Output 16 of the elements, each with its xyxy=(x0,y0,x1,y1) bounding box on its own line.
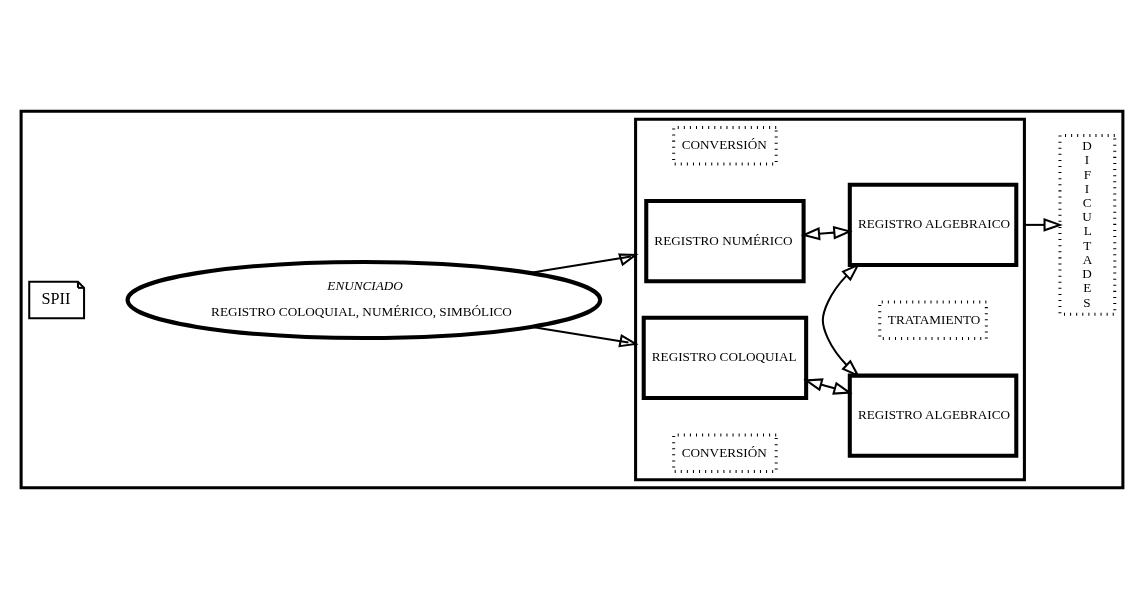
arrow xyxy=(1024,218,1063,232)
node-box: DIFICULTADES xyxy=(1058,134,1117,316)
node-box: TRATAMIENTO xyxy=(878,300,988,341)
node-box: REGISTRO NUMÉRICO xyxy=(644,199,806,284)
cluster xyxy=(634,117,1026,482)
cluster xyxy=(19,109,1125,490)
node-ellipse: ENUNCIADO REGISTRO COLOQUIAL, NUMÉRICO, SIMBÓLICO xyxy=(125,259,603,341)
node-box: REGISTRO ALGEBRAICO xyxy=(847,182,1019,267)
node-box: REGISTRO COLOQUIAL xyxy=(641,315,809,400)
arrow xyxy=(529,253,639,274)
node-box: CONVERSIÓN xyxy=(672,433,778,474)
arrow xyxy=(531,325,639,348)
arrow xyxy=(803,378,853,395)
node-box: CONVERSIÓN xyxy=(672,125,778,166)
node-box: REGISTRO ALGEBRAICO xyxy=(847,373,1019,458)
arrow xyxy=(800,225,853,241)
